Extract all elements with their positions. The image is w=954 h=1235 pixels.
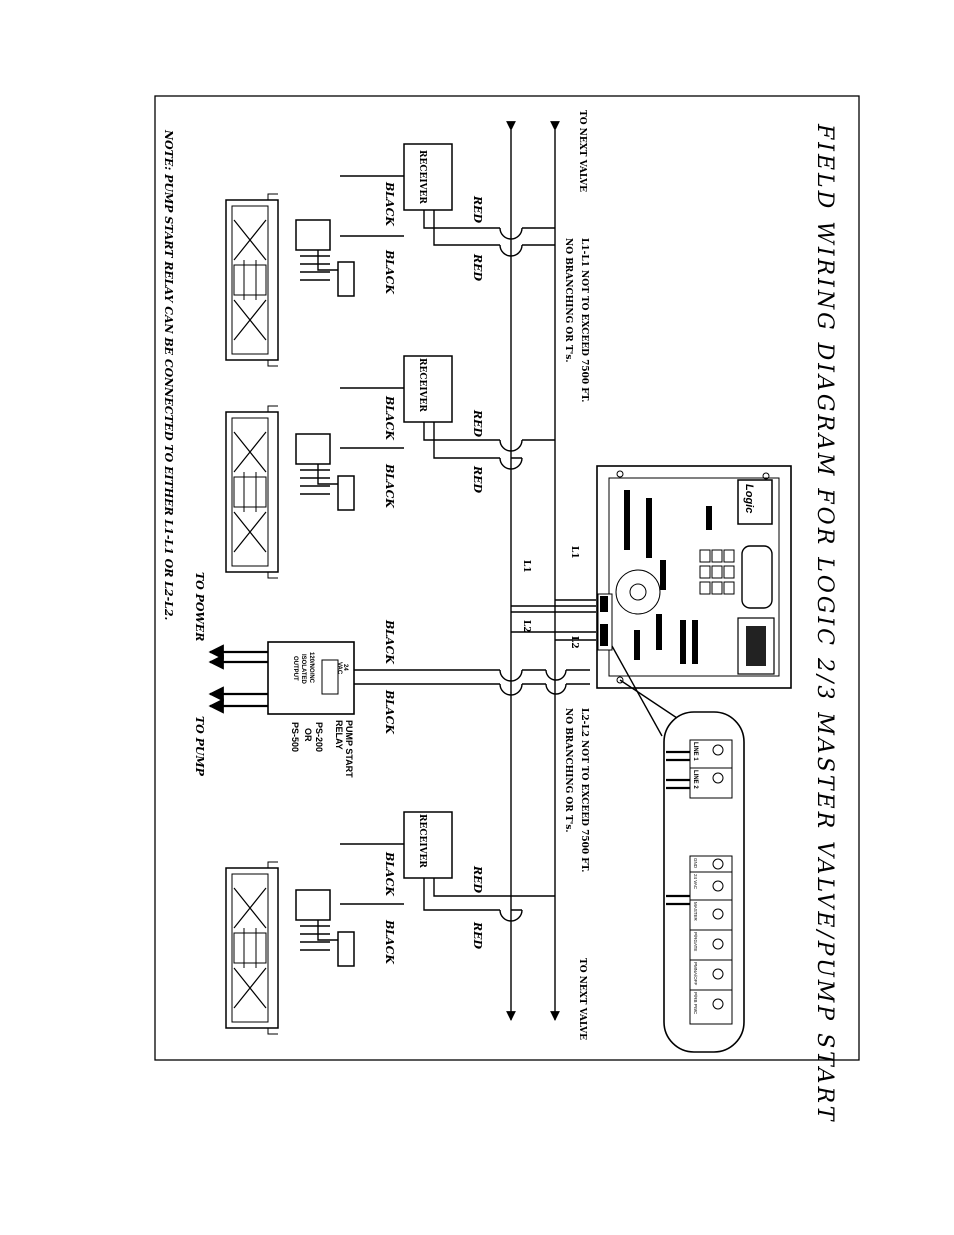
svg-text:ISOLATED: ISOLATED [300, 654, 306, 685]
svg-text:24 VAC: 24 VAC [693, 874, 698, 890]
to-next-valve-bottom: TO NEXT VALVE [577, 958, 587, 1040]
black-label-1a: BLACK [383, 181, 396, 226]
black-label-relay-a: BLACK [383, 619, 396, 664]
receiver-label-1: RECEIVER [417, 150, 427, 204]
l2-branching-text: NO BRANCHING OR T's. [563, 708, 573, 833]
to-pump-label: TO PUMP [193, 716, 206, 777]
relay-label-4: OR [303, 728, 313, 742]
svg-text:OUTPUT: OUTPUT [292, 656, 298, 681]
black-label-2b: BLACK [383, 463, 396, 508]
terminal-detail: LINE 1 LINE 2 GND 24 VAC MASTER P/RGATE … [663, 711, 745, 1053]
valve-station-1: RECEIVER RED RED BLACK BLACK [225, 143, 555, 367]
l1-branching-text: NO BRANCHING OR T's. [563, 238, 573, 363]
note-text: NOTE: PUMP START RELAY CAN BE CONNECTED … [162, 129, 175, 621]
relay-label-2: RELAY [334, 720, 344, 750]
to-power-label: TO POWER [193, 572, 206, 641]
black-label-1b: BLACK [383, 249, 396, 294]
red-label-1a: RED [471, 195, 484, 224]
red-label-1b: RED [471, 253, 484, 282]
pump-start-relay: 24 VAC 120/NO/NC ISOLATED OUTPUT PUMP ST… [193, 572, 590, 778]
relay-label-5: PS-500 [290, 722, 300, 752]
relay-box [267, 641, 355, 715]
l1-limit-text: L1-L1 NOT TO EXCEED 7500 FT. [579, 238, 589, 402]
black-label-3a: BLACK [383, 851, 396, 896]
receiver-box-1 [403, 143, 453, 211]
terminal-line1: LINE 1 [692, 742, 698, 761]
black-label-relay-b: BLACK [383, 689, 396, 734]
logic-controller: Logic [596, 465, 792, 689]
svg-text:GND: GND [693, 858, 698, 869]
l2-label-left: L2 [521, 620, 531, 633]
l2-limit-text: L2-L2 NOT TO EXCEED 7500 FT. [579, 708, 589, 872]
controller-display [741, 545, 773, 609]
page-border [154, 95, 860, 1061]
svg-text:P/RGATE: P/RGATE [693, 932, 698, 951]
svg-text:MASTER: MASTER [693, 902, 698, 922]
valve-station-3: RECEIVER RED RED BLACK BLACK [225, 811, 555, 1035]
svg-text:PMNA/OFF: PMNA/OFF [693, 962, 698, 986]
terminal-line2: LINE 2 [692, 770, 698, 789]
svg-text:120/NO/NC: 120/NO/NC [308, 652, 314, 684]
red-label-3b: RED [471, 921, 484, 950]
page-title: FIELD WIRING DIAGRAM FOR LOGIC 2/3 MASTE… [812, 123, 837, 1123]
svg-text:VAC: VAC [336, 662, 342, 675]
relay-label-1: PUMP START [344, 720, 354, 778]
valve-station-2: RECEIVER RED RED BLACK BLACK [225, 355, 555, 579]
receiver-label-3: RECEIVER [417, 814, 427, 868]
svg-text:24: 24 [342, 664, 348, 671]
black-label-2a: BLACK [383, 395, 396, 440]
l1-label-left: L1 [521, 560, 531, 573]
l2-label-right: L2 [569, 636, 579, 649]
receiver-label-2: RECEIVER [417, 358, 427, 412]
red-label-2b: RED [471, 465, 484, 494]
red-label-3a: RED [471, 865, 484, 894]
receiver-box-3 [403, 811, 453, 879]
svg-text:P/RB PWC: P/RB PWC [693, 992, 698, 1015]
black-label-3b: BLACK [383, 919, 396, 964]
l1-label-right: L1 [569, 546, 579, 559]
red-label-2a: RED [471, 409, 484, 438]
relay-label-3: PS-200 [314, 722, 324, 752]
controller-brand: Logic [743, 484, 755, 513]
to-next-valve-top: TO NEXT VALVE [577, 110, 587, 192]
receiver-box-2 [403, 355, 453, 423]
